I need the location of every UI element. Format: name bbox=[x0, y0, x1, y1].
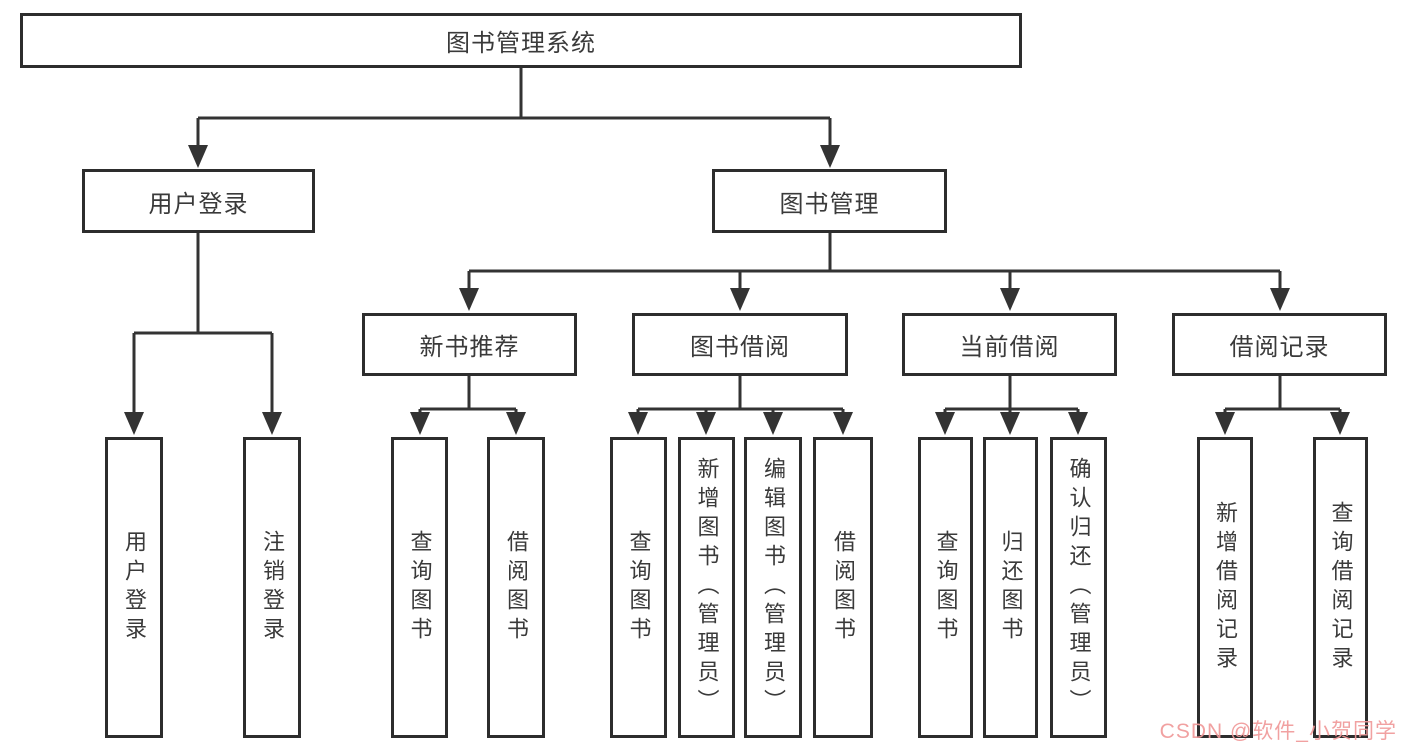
node-user-login-leaf: 用户登录 bbox=[105, 437, 163, 738]
node-query-book-1: 查询图书 bbox=[391, 437, 448, 738]
node-edit-book-admin: 编辑图书（管理员） bbox=[744, 437, 802, 738]
node-query-borrow-record: 查询借阅记录 bbox=[1313, 437, 1368, 738]
arrowheads bbox=[124, 145, 1350, 435]
node-borrow-record: 借阅记录 bbox=[1172, 313, 1387, 376]
node-query-book-3: 查询图书 bbox=[918, 437, 973, 738]
node-book-management: 图书管理 bbox=[712, 169, 947, 233]
node-user-login: 用户登录 bbox=[82, 169, 315, 233]
node-logout: 注销登录 bbox=[243, 437, 301, 738]
node-confirm-return-admin: 确认归还（管理员） bbox=[1050, 437, 1107, 738]
node-add-borrow-record: 新增借阅记录 bbox=[1197, 437, 1253, 738]
csdn-watermark: CSDN @软件_小贺同学 bbox=[1159, 720, 1397, 743]
node-borrow-book-2: 借阅图书 bbox=[813, 437, 873, 738]
node-current-borrow: 当前借阅 bbox=[902, 313, 1117, 376]
node-add-book-admin: 新增图书（管理员） bbox=[678, 437, 735, 738]
node-root: 图书管理系统 bbox=[20, 13, 1022, 68]
node-return-book: 归还图书 bbox=[983, 437, 1038, 738]
node-borrow-book-1: 借阅图书 bbox=[487, 437, 545, 738]
node-book-borrow: 图书借阅 bbox=[632, 313, 848, 376]
node-new-book-recommend: 新书推荐 bbox=[362, 313, 577, 376]
node-query-book-2: 查询图书 bbox=[610, 437, 667, 738]
